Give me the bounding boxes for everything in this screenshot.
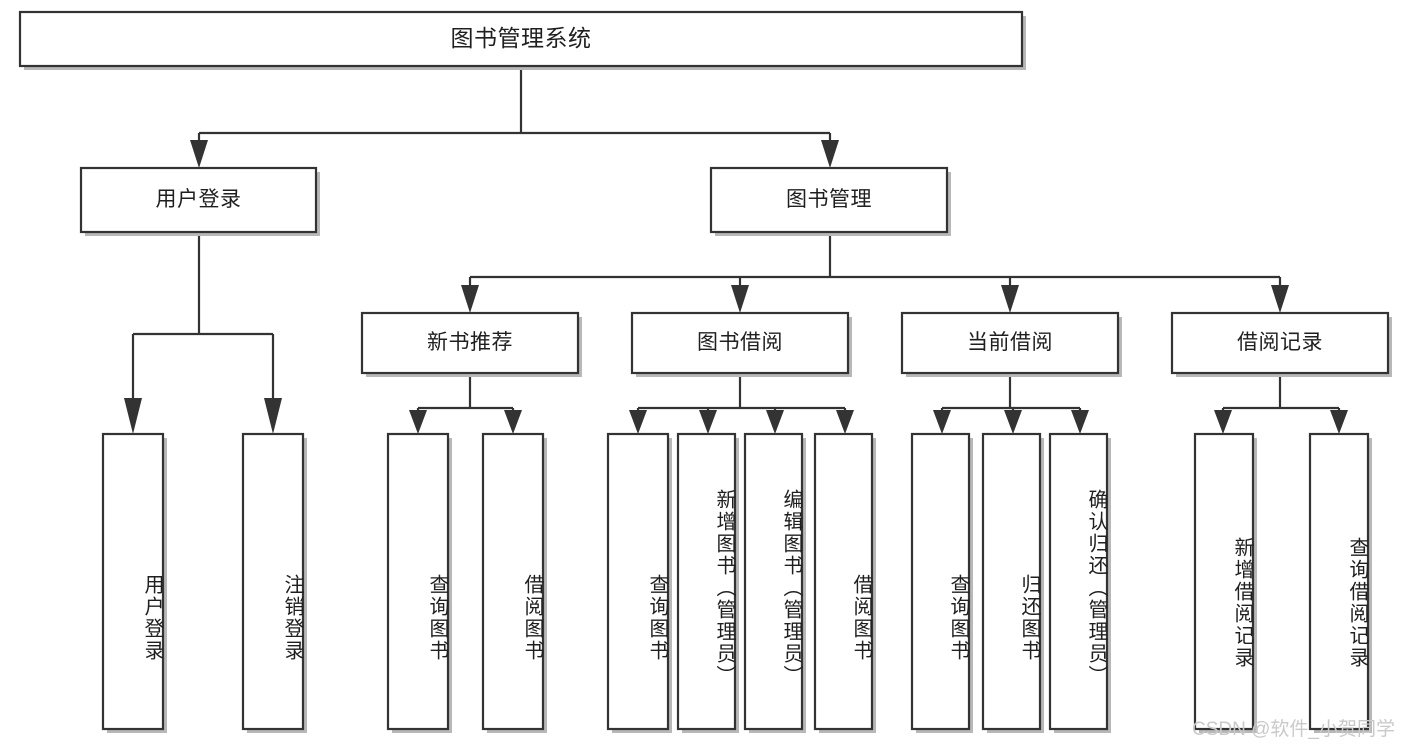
node-box-user-login[interactable] — [79, 166, 320, 236]
csdn-watermark: CSDN @软件_小贺同学 — [1192, 719, 1395, 740]
node-box-leaf-1[interactable] — [241, 432, 307, 733]
node-box-book-management[interactable] — [709, 166, 951, 236]
node-box-current-borrow[interactable] — [900, 311, 1122, 377]
node-box-root[interactable] — [18, 10, 1026, 70]
connector-user-login-branch — [124, 232, 282, 434]
connector-current-borrow-branch — [933, 377, 1089, 434]
node-box-leaf-11[interactable] — [1193, 432, 1257, 733]
node-box-leaf-5[interactable] — [676, 432, 739, 733]
node-box-leaf-2[interactable] — [386, 432, 452, 733]
node-box-leaf-6[interactable] — [743, 432, 806, 733]
connector-borrow-record-branch — [1214, 377, 1348, 434]
node-box-new-book-recommend[interactable] — [360, 311, 582, 377]
connector-new-book-branch — [409, 377, 522, 434]
node-box-leaf-7[interactable] — [813, 432, 876, 733]
node-box-leaf-8[interactable] — [910, 432, 973, 733]
node-box-borrow-record[interactable] — [1170, 311, 1392, 377]
connector-book-borrow-branch — [629, 377, 854, 434]
connector-book-mgmt-branch — [461, 232, 1289, 313]
node-box-leaf-10[interactable] — [1048, 432, 1111, 733]
node-box-leaf-3[interactable] — [481, 432, 547, 733]
node-box-leaf-12[interactable] — [1308, 432, 1372, 733]
node-box-leaf-0[interactable] — [101, 432, 167, 733]
connector-root-to-level2 — [190, 66, 839, 168]
node-box-leaf-4[interactable] — [606, 432, 672, 733]
node-box-leaf-9[interactable] — [981, 432, 1044, 733]
node-box-book-borrow[interactable] — [630, 311, 852, 377]
